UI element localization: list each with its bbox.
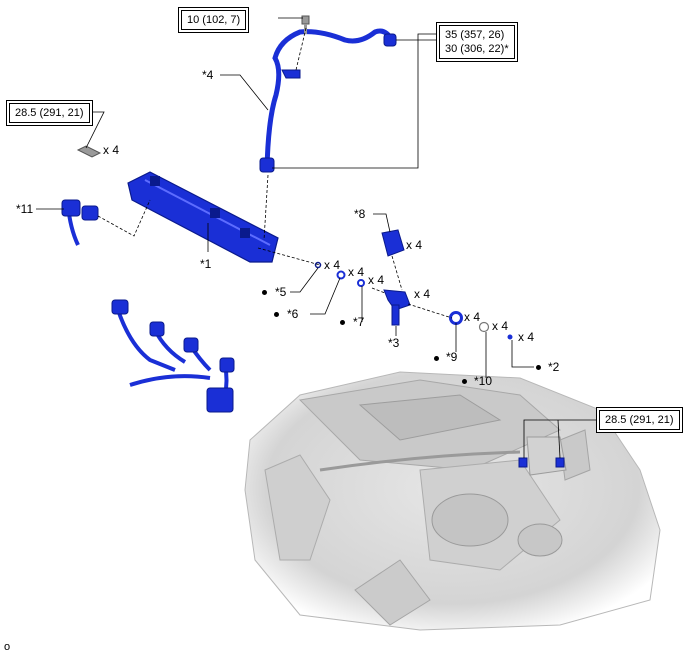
apply-oil-dot (462, 379, 467, 384)
callout-2: *2 (548, 360, 560, 374)
o-ring-5 (314, 261, 322, 269)
callout-7: *7 (353, 315, 365, 329)
callout-8: *8 (354, 207, 366, 221)
torque-spec-pump-bolt: 28.5 (291, 21) (596, 407, 683, 433)
torque-spec-fuel-pipe: 35 (357, 26) 30 (306, 22)* (436, 22, 518, 62)
callout-1: *1 (200, 257, 212, 271)
callout-5: *5 (275, 285, 287, 299)
torque-spec-bolt-top: 10 (102, 7) (178, 7, 250, 33)
qty-8: x 4 (406, 238, 423, 252)
qty-3: x 4 (414, 287, 431, 301)
torque-spec-text: 28.5 (291, 21) (599, 410, 680, 430)
apply-oil-dot (262, 290, 267, 295)
qty-2: x 4 (518, 330, 535, 344)
callout-4: *4 (202, 68, 214, 82)
callout-6: *6 (287, 307, 299, 321)
wire-harness (111, 299, 235, 413)
torque-spec-line-1: 35 (357, 26) (445, 29, 505, 41)
callout-3: *3 (388, 336, 400, 350)
fuel-pipe (259, 28, 397, 173)
fuel-injector (383, 289, 411, 326)
o-ring-6 (336, 270, 346, 280)
qty-5: x 4 (324, 258, 341, 272)
callout-10: *10 (474, 374, 493, 388)
apply-oil-dot (340, 320, 345, 325)
torque-spec-line-2: 30 (306, 22)* (445, 43, 509, 55)
leader-lines (36, 17, 598, 459)
callout-11: *11 (16, 202, 34, 216)
seal-2 (507, 334, 513, 340)
torque-spec-text: 10 (102, 7) (181, 10, 247, 30)
torque-spec-text: 28.5 (291, 21) (9, 103, 90, 123)
rail-bolt (76, 145, 102, 158)
backup-ring-7 (357, 279, 365, 287)
fuel-delivery-pipe (127, 171, 279, 263)
apply-oil-dot (434, 356, 439, 361)
qty-6: x 4 (348, 265, 365, 279)
apply-oil-dot (536, 365, 541, 370)
injector-holder (381, 229, 405, 257)
qty-10: x 4 (492, 319, 509, 333)
torque-spec-rail-bolt: 28.5 (291, 21) (6, 100, 93, 126)
gasket-10 (478, 321, 490, 333)
insulator-9 (449, 311, 463, 325)
qty-9: x 4 (464, 310, 481, 324)
wire-connector (61, 199, 99, 246)
apply-oil-dot (274, 312, 279, 317)
figure-id: o (4, 641, 11, 653)
callout-9: *9 (446, 350, 458, 364)
qty-7: x 4 (368, 273, 385, 287)
engine-assembly (244, 371, 661, 631)
qty-rail-bolts: x 4 (103, 143, 120, 157)
